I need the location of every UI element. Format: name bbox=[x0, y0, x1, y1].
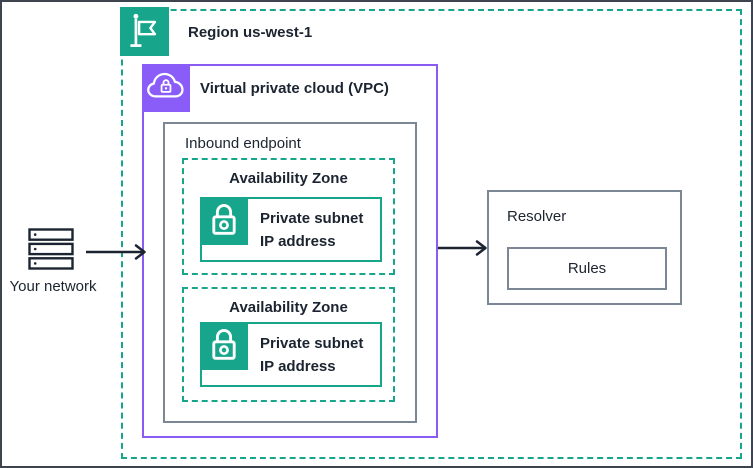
region-label: Region us-west-1 bbox=[188, 24, 313, 41]
your-network-label: Your network bbox=[9, 278, 97, 295]
private-subnet-label-line1: Private subnet bbox=[260, 210, 364, 227]
availability-zone-2: Availability Zone bbox=[182, 287, 395, 402]
inbound-endpoint-label: Inbound endpoint bbox=[185, 135, 301, 152]
padlock-glyph bbox=[212, 203, 236, 235]
vpc-cloud-lock-icon bbox=[142, 64, 190, 112]
private-subnet-label-line1: Private subnet bbox=[260, 335, 364, 352]
arrow-your-network-to-vpc bbox=[86, 242, 148, 262]
inbound-endpoint-container bbox=[163, 122, 417, 423]
availability-zone-label: Availability Zone bbox=[229, 170, 348, 187]
availability-zone-1: Availability Zone bbox=[182, 158, 395, 275]
private-subnet-label: Private subnet IP address bbox=[260, 332, 363, 378]
vpc-label: Virtual private cloud (VPC) bbox=[200, 80, 389, 97]
rules-label: Rules bbox=[567, 259, 607, 277]
private-subnet-2: Private subnet IP address bbox=[200, 322, 382, 387]
arrow-vpc-to-resolver bbox=[438, 238, 488, 258]
region-flag-icon bbox=[120, 7, 169, 56]
private-subnet-lock-icon bbox=[200, 322, 248, 370]
resolver-container: Resolver Rules bbox=[487, 190, 682, 305]
flag-glyph bbox=[130, 13, 157, 47]
rules-box: Rules bbox=[507, 247, 667, 290]
private-subnet-label-line2: IP address bbox=[260, 358, 336, 375]
resolver-label: Resolver bbox=[507, 208, 567, 225]
padlock-glyph bbox=[212, 328, 236, 360]
region-container bbox=[121, 9, 742, 459]
server-stack-icon bbox=[28, 228, 74, 270]
private-subnet-1: Private subnet IP address bbox=[200, 197, 382, 262]
private-subnet-label: Private subnet IP address bbox=[260, 207, 363, 253]
cloud-lock-glyph bbox=[147, 72, 184, 98]
availability-zone-label: Availability Zone bbox=[229, 299, 348, 316]
private-subnet-label-line2: IP address bbox=[260, 233, 336, 250]
private-subnet-lock-icon bbox=[200, 197, 248, 245]
server-stack-glyph bbox=[28, 228, 74, 270]
